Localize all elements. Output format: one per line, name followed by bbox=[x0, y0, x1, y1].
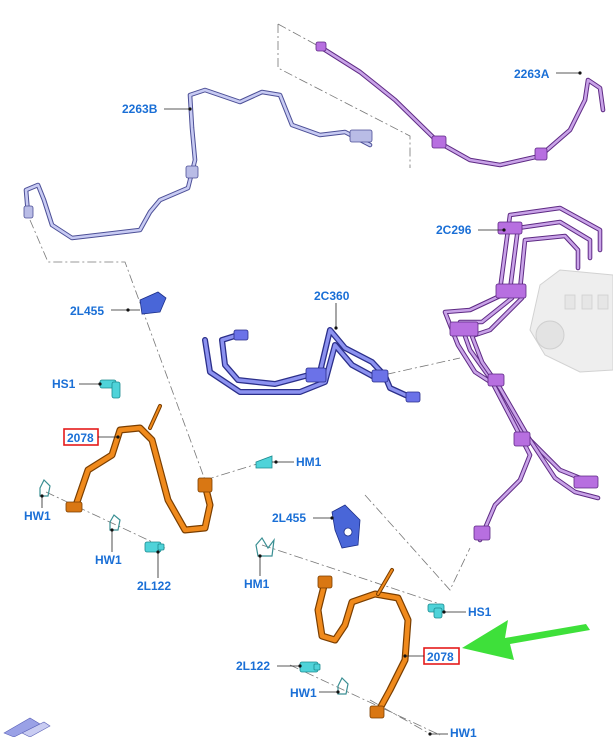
label-hm1-upper: HM1 bbox=[272, 455, 322, 469]
highlight-arrow bbox=[462, 620, 590, 660]
label-hw1-left: HW1 bbox=[24, 494, 51, 523]
brake-hose-2078-lower[interactable] bbox=[314, 568, 412, 719]
brake-pipe-2263b[interactable] bbox=[23, 87, 373, 241]
bolt-2l122-lower[interactable] bbox=[299, 661, 321, 673]
clip-hm1-upper[interactable] bbox=[255, 455, 273, 469]
svg-text:2263B: 2263B bbox=[122, 102, 158, 116]
brake-hose-2078-upper[interactable] bbox=[65, 404, 214, 534]
bracket-2l455-lower[interactable] bbox=[331, 504, 361, 549]
svg-text:HW1: HW1 bbox=[290, 686, 317, 700]
label-2l455-upper: 2L455 bbox=[70, 304, 140, 318]
label-hw1-bottom: HW1 bbox=[290, 686, 340, 700]
svg-text:2C296: 2C296 bbox=[436, 223, 472, 237]
label-2l455-lower: 2L455 bbox=[272, 511, 334, 525]
svg-text:HM1: HM1 bbox=[244, 577, 270, 591]
brake-pipe-2c360[interactable] bbox=[202, 327, 421, 403]
label-2l122-lower: 2L122 bbox=[236, 659, 302, 673]
bolt-2l122-upper[interactable] bbox=[144, 541, 165, 553]
svg-text:2263A: 2263A bbox=[514, 67, 550, 81]
clip-hw1-left[interactable] bbox=[39, 478, 51, 497]
svg-text:2L455: 2L455 bbox=[272, 511, 306, 525]
svg-text:2L122: 2L122 bbox=[236, 659, 270, 673]
clip-hm1-lower[interactable] bbox=[255, 536, 275, 557]
label-hs1-upper: HS1 bbox=[52, 377, 102, 391]
svg-text:HW1: HW1 bbox=[95, 553, 122, 567]
label-2263b: 2263B bbox=[122, 102, 192, 116]
svg-text:HS1: HS1 bbox=[52, 377, 76, 391]
bolt-hs1-upper[interactable] bbox=[99, 379, 121, 399]
svg-text:HW1: HW1 bbox=[24, 509, 51, 523]
label-2l122-upper: 2L122 bbox=[137, 550, 171, 593]
svg-text:2L455: 2L455 bbox=[70, 304, 104, 318]
label-hm1-lower: HM1 bbox=[244, 554, 270, 591]
bolt-hs1-lower[interactable] bbox=[427, 603, 445, 619]
svg-text:HM1: HM1 bbox=[296, 455, 322, 469]
svg-text:2078: 2078 bbox=[427, 650, 454, 664]
svg-text:2078: 2078 bbox=[67, 431, 94, 445]
svg-text:HW1: HW1 bbox=[450, 726, 477, 737]
label-2078-upper: 2078 bbox=[63, 428, 120, 446]
abs-hydraulic-unit bbox=[529, 269, 613, 373]
svg-text:2L122: 2L122 bbox=[137, 579, 171, 593]
label-2263a: 2263A bbox=[514, 67, 582, 81]
label-hw1-corner: HW1 bbox=[428, 726, 477, 737]
brake-pipe-bundle-2c296[interactable] bbox=[442, 205, 603, 543]
svg-text:HS1: HS1 bbox=[468, 605, 492, 619]
label-2c360: 2C360 bbox=[314, 289, 350, 330]
label-2c296: 2C296 bbox=[436, 223, 506, 237]
view-arrow-symbol bbox=[3, 717, 51, 737]
svg-text:2C360: 2C360 bbox=[314, 289, 350, 303]
brake-pipe-2263a[interactable] bbox=[315, 41, 606, 168]
label-hs1-lower: HS1 bbox=[442, 605, 492, 619]
bracket-2l455-upper[interactable] bbox=[139, 291, 167, 315]
clip-hw1-mid[interactable] bbox=[109, 514, 121, 531]
label-2078-lower: 2078 bbox=[403, 647, 460, 665]
phantom-lines bbox=[29, 23, 471, 736]
label-hw1-mid: HW1 bbox=[95, 528, 122, 567]
